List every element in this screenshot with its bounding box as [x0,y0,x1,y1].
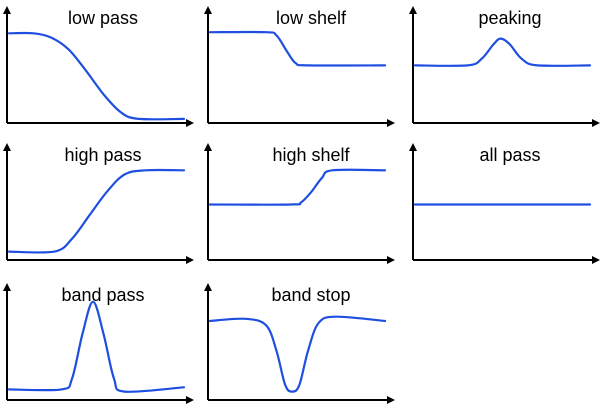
y-axis-arrow-icon [3,143,11,151]
response-curve [7,300,186,393]
response-curve [7,31,186,121]
x-axis-arrow-icon [592,256,600,264]
panel-peaking: peaking [409,6,600,127]
response-curve [413,37,592,67]
x-axis-arrow-icon [387,396,395,404]
y-axis-arrow-icon [3,6,11,14]
panel-title: band pass [61,285,144,305]
panel-high-pass: high pass [3,143,194,264]
panel-low-shelf: low shelf [204,6,395,127]
panel-all-pass: all pass [409,143,600,264]
y-axis-arrow-icon [204,6,212,14]
y-axis-arrow-icon [204,283,212,291]
x-axis-arrow-icon [186,119,194,127]
response-curve [208,168,387,206]
response-curve [208,30,387,67]
panel-title: peaking [478,8,541,28]
x-axis-arrow-icon [387,256,395,264]
y-axis-arrow-icon [409,6,417,14]
x-axis-arrow-icon [387,119,395,127]
x-axis-arrow-icon [186,396,194,404]
panel-title: low pass [68,8,138,28]
panel-high-shelf: high shelf [204,143,395,264]
y-axis-arrow-icon [409,143,417,151]
response-curve [208,315,387,393]
panel-band-pass: band pass [3,283,194,404]
response-curve [7,168,186,254]
y-axis-arrow-icon [204,143,212,151]
panel-title: all pass [479,145,540,165]
panel-low-pass: low pass [3,6,194,127]
panel-title: high pass [64,145,141,165]
x-axis-arrow-icon [186,256,194,264]
y-axis-arrow-icon [3,283,11,291]
panel-title: band stop [271,285,350,305]
x-axis-arrow-icon [592,119,600,127]
panel-band-stop: band stop [204,283,395,404]
panel-title: high shelf [272,145,350,165]
panel-title: low shelf [276,8,347,28]
